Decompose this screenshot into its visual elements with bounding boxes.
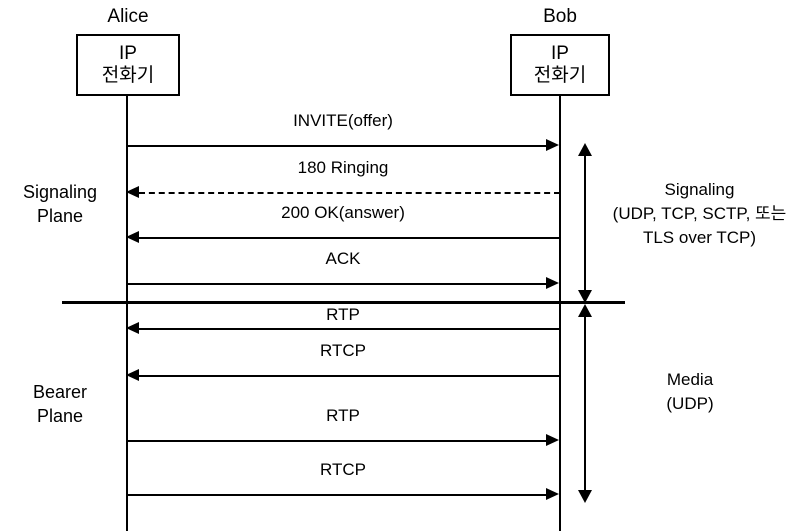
message-label-rtcp-2: RTCP xyxy=(320,460,366,479)
message-arrowhead-rtcp-2 xyxy=(546,488,559,500)
span-note-signaling-line2: (UDP, TCP, SCTP, 또는 xyxy=(612,204,787,224)
plane-label-bearer-line2: Plane xyxy=(36,406,84,427)
lifeline-alice xyxy=(126,96,128,531)
message-label-200-ok: 200 OK(answer) xyxy=(281,203,405,222)
message-label-rtp-1: RTP xyxy=(326,305,360,324)
media-span-line xyxy=(584,311,586,496)
plane-label-signaling: Signaling Plane xyxy=(0,180,120,229)
lifeline-bob xyxy=(559,96,561,531)
message-arrowhead-rtp-2 xyxy=(546,434,559,446)
span-note-signaling-line3: TLS over TCP) xyxy=(642,228,757,248)
message-label-rtcp-1: RTCP xyxy=(320,341,366,360)
endpoint-bob-line2: 전화기 xyxy=(533,65,587,86)
endpoint-bob-line1: IP xyxy=(551,42,569,64)
message-line-180-ringing xyxy=(139,192,560,194)
plane-label-signaling-line1: Signaling xyxy=(22,182,98,202)
endpoint-box-alice[interactable]: IP 전화기 xyxy=(76,34,180,96)
signaling-span-line xyxy=(584,150,586,296)
span-note-signaling-line1: Signaling xyxy=(664,180,735,199)
message-line-rtp-1 xyxy=(139,328,560,330)
endpoint-title-alice: Alice xyxy=(107,6,149,27)
message-line-rtcp-1 xyxy=(139,375,560,377)
span-note-signaling: Signaling (UDP, TCP, SCTP, 또는 TLS over T… xyxy=(600,178,799,250)
message-label-180-ringing: 180 Ringing xyxy=(297,158,389,177)
signaling-span-arrowhead-top xyxy=(578,143,592,156)
plane-label-bearer: Bearer Plane xyxy=(0,380,120,429)
endpoint-alice-line2: 전화기 xyxy=(101,65,155,86)
span-note-media-line1: Media xyxy=(666,370,714,389)
message-arrowhead-200-ok xyxy=(126,231,139,243)
message-arrowhead-rtp-1 xyxy=(126,322,139,334)
endpoint-alice-line1: IP xyxy=(119,42,137,64)
span-note-media-line2: (UDP) xyxy=(666,394,714,414)
message-arrowhead-invite xyxy=(546,139,559,151)
message-arrowhead-180-ringing xyxy=(126,186,139,198)
message-label-rtp-2: RTP xyxy=(326,406,360,425)
message-label-invite: INVITE(offer) xyxy=(293,111,393,130)
plane-label-signaling-line2: Plane xyxy=(36,206,84,227)
message-line-200-ok xyxy=(139,237,560,239)
message-line-ack xyxy=(127,283,547,285)
message-arrowhead-rtcp-1 xyxy=(126,369,139,381)
plane-separator-line xyxy=(62,301,625,304)
message-line-rtcp-2 xyxy=(127,494,547,496)
signaling-span-arrowhead-bottom xyxy=(578,290,592,303)
plane-label-bearer-line1: Bearer xyxy=(32,382,88,402)
message-line-invite xyxy=(127,145,547,147)
media-span-arrowhead-bottom xyxy=(578,490,592,503)
endpoint-box-bob[interactable]: IP 전화기 xyxy=(510,34,610,96)
span-note-media: Media (UDP) xyxy=(600,368,780,416)
endpoint-title-bob: Bob xyxy=(543,6,577,27)
message-arrowhead-ack xyxy=(546,277,559,289)
message-line-rtp-2 xyxy=(127,440,547,442)
message-label-ack: ACK xyxy=(325,249,361,268)
media-span-arrowhead-top xyxy=(578,304,592,317)
